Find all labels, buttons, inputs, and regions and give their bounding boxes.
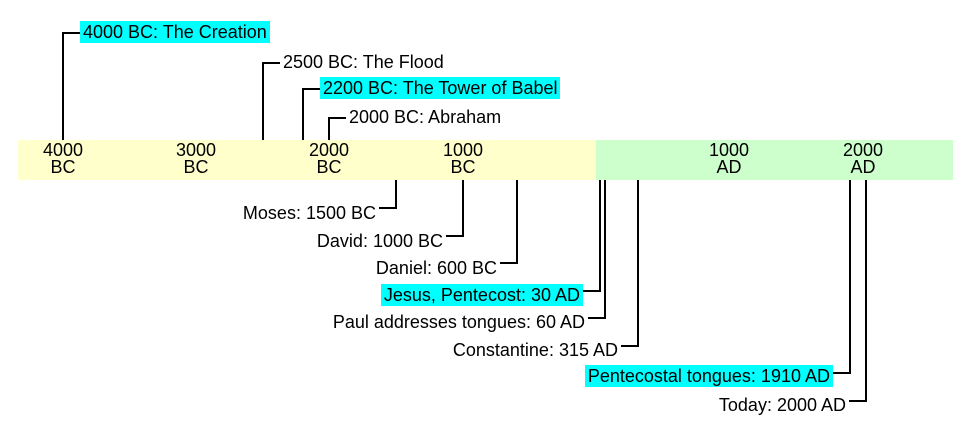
connector-david xyxy=(446,235,463,237)
connector-daniel xyxy=(516,180,518,264)
connector-jesus-pentecost xyxy=(583,290,600,292)
tick-year: 3000 xyxy=(175,140,217,160)
connector-today xyxy=(849,400,866,402)
event-label-today: Today: 2000 AD xyxy=(718,395,846,415)
event-label-pentecostal-tongues: Pentecostal tongues: 1910 AD xyxy=(584,365,833,387)
tick-era: AD xyxy=(850,157,876,177)
tick-era: BC xyxy=(50,157,76,177)
connector-today xyxy=(865,180,867,402)
event-label-babel: 2200 BC: The Tower of Babel xyxy=(320,77,561,99)
tick-era: AD xyxy=(716,157,742,177)
timeline-bar-ad-era xyxy=(596,140,953,180)
connector-constantine xyxy=(621,345,638,347)
connector-david xyxy=(462,180,464,237)
tick-year: 1000 xyxy=(708,140,750,160)
connector-creation xyxy=(62,32,80,34)
event-label-flood: 2500 BC: The Flood xyxy=(283,52,444,72)
connector-flood xyxy=(262,62,280,64)
connector-paul xyxy=(604,180,606,319)
connector-moses xyxy=(379,207,396,209)
connector-jesus-pentecost xyxy=(599,180,601,292)
event-label-david: David: 1000 BC xyxy=(316,231,443,251)
tick-era: BC xyxy=(450,157,476,177)
tick-era: BC xyxy=(316,157,342,177)
event-label-daniel: Daniel: 600 BC xyxy=(375,258,497,278)
connector-pentecostal-tongues xyxy=(833,372,850,374)
tick-year: 2000 xyxy=(842,140,884,160)
connector-abraham xyxy=(328,117,346,119)
connector-creation xyxy=(62,32,64,140)
connector-flood xyxy=(262,62,264,140)
connector-paul xyxy=(588,317,605,319)
tick-year: 1000 xyxy=(442,140,484,160)
tick-era: BC xyxy=(183,157,209,177)
timeline-bar-bc-era xyxy=(18,140,596,180)
connector-pentecostal-tongues xyxy=(849,180,851,374)
event-label-abraham: 2000 BC: Abraham xyxy=(349,107,502,127)
tick-year: 2000 xyxy=(308,140,350,160)
event-label-paul: Paul addresses tongues: 60 AD xyxy=(332,312,585,332)
event-label-constantine: Constantine: 315 AD xyxy=(452,340,618,360)
connector-daniel xyxy=(500,262,517,264)
connector-moses xyxy=(395,180,397,209)
tick-year: 4000 xyxy=(42,140,84,160)
connector-abraham xyxy=(328,117,330,140)
event-label-moses: Moses: 1500 BC xyxy=(242,203,376,223)
event-label-jesus-pentecost: Jesus, Pentecost: 30 AD xyxy=(380,284,583,306)
connector-babel xyxy=(302,88,304,140)
connector-constantine xyxy=(637,180,639,347)
connector-babel xyxy=(302,88,320,90)
event-label-creation: 4000 BC: The Creation xyxy=(80,21,270,43)
